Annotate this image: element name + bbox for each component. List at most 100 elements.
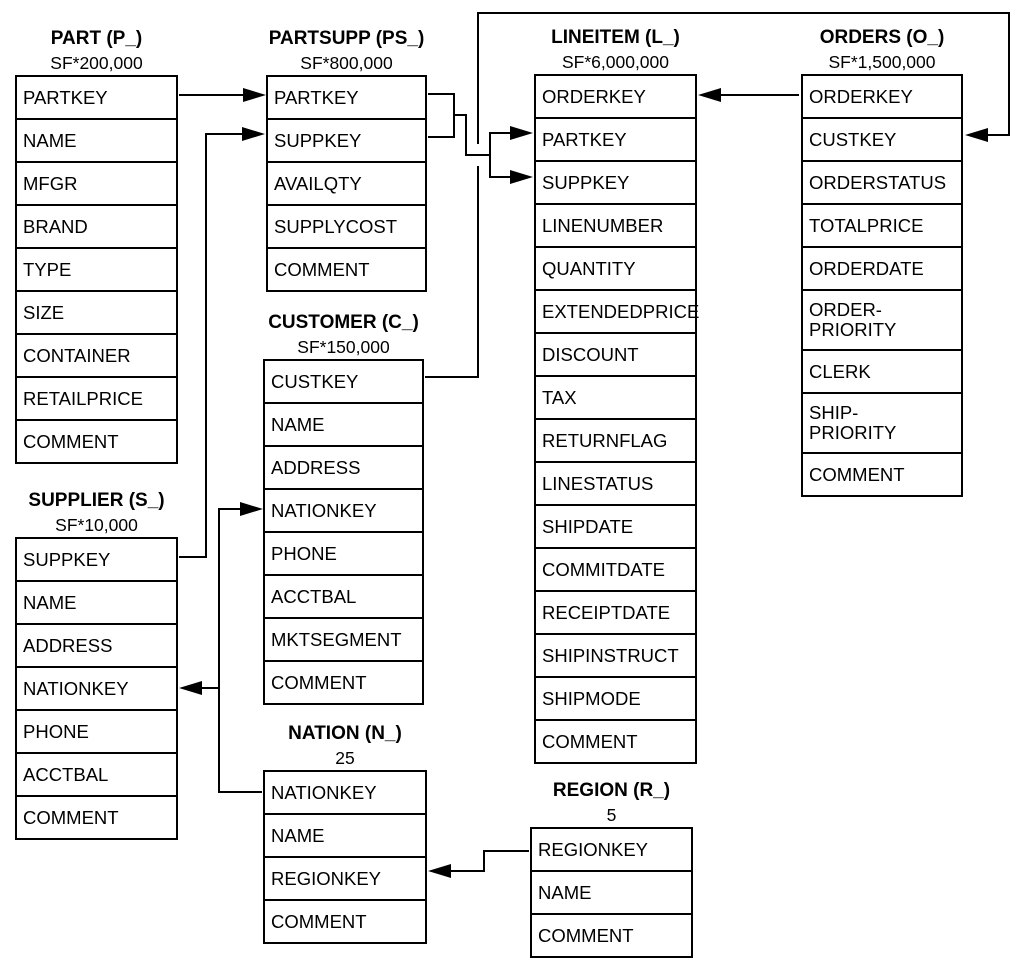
connector-line <box>450 850 529 872</box>
table-row: TYPE <box>17 249 176 292</box>
table-row: ORDERKEY <box>536 76 695 119</box>
table-row: NAME <box>17 582 176 625</box>
table-title: NATION (N_) <box>288 723 402 744</box>
table-title: REGION (R_) <box>552 780 671 801</box>
table-row: NAME <box>532 872 691 915</box>
arrowhead-right-icon <box>510 126 533 140</box>
table-row: REGIONKEY <box>265 858 425 901</box>
table-cardinality: 25 <box>335 748 355 768</box>
table-row: TOTALPRICE <box>803 205 961 248</box>
arrowhead-left-icon <box>698 88 721 102</box>
table-title: LINEITEM (L_) <box>551 27 680 48</box>
connector-line <box>477 12 1010 144</box>
connector-orders-orderkey-to-lineitem <box>698 88 799 102</box>
connector-bracket <box>428 93 455 138</box>
table-row: CONTAINER <box>17 335 176 378</box>
table-cardinality: SF*800,000 <box>300 53 393 73</box>
table-row: SHIP- PRIORITY <box>803 394 961 454</box>
table-row: COMMENT <box>271 671 367 693</box>
table-row: AVAILQTY <box>268 163 425 206</box>
table-title: CUSTOMER (C_) <box>268 312 419 333</box>
arrowhead-left-icon <box>179 681 202 695</box>
arrowhead-right-icon <box>240 502 263 516</box>
table-row: CUSTKEY <box>265 361 422 404</box>
table-cardinality: SF*150,000 <box>297 337 390 357</box>
table-row: RETAILPRICE <box>17 378 176 421</box>
table-row: MFGR <box>17 163 176 206</box>
table-row: RECEIPTDATE <box>536 592 695 635</box>
table-row: CUSTKEY <box>803 119 961 162</box>
table-row: PHONE <box>17 711 176 754</box>
table-row: REGIONKEY <box>532 829 691 872</box>
connector-line <box>454 114 512 156</box>
table-row: COMMENT <box>274 258 370 280</box>
table-row: SUPPKEY <box>268 120 425 163</box>
table-cardinality: SF*10,000 <box>55 515 138 535</box>
table-row: ORDER- PRIORITY <box>803 291 961 351</box>
table-row: NAME <box>265 404 422 447</box>
table-row: NATIONKEY <box>17 668 176 711</box>
table-row: BRAND <box>17 206 176 249</box>
table-title: SUPPLIER (S_) <box>28 490 165 511</box>
arrowhead-right-icon <box>243 88 266 102</box>
table-cardinality: 5 <box>606 805 617 825</box>
connector-part-partkey-to-partsupp <box>179 88 266 102</box>
table-title: PARTSUPP (PS_) <box>268 28 425 49</box>
table-row: ORDERDATE <box>803 248 961 291</box>
table-row: LINESTATUS <box>536 463 695 506</box>
connector-customer-custkey-to-orders <box>425 12 1010 378</box>
table-row: NAME <box>17 120 176 163</box>
connector-nation-nationkey-to-customer-supplier <box>179 502 263 793</box>
table-row: ACCTBAL <box>265 576 422 619</box>
table-row: COMMENT <box>538 924 634 946</box>
table-cardinality: SF*6,000,000 <box>561 52 670 72</box>
connector-line <box>179 133 243 558</box>
table-row: SHIPMODE <box>536 678 695 721</box>
table-row: EXTENDEDPRICE <box>536 291 699 334</box>
connector-partsupp-keys-to-lineitem <box>428 93 533 184</box>
table-row: TAX <box>536 377 695 420</box>
connector-line <box>489 155 512 178</box>
table-row: SHIPINSTRUCT <box>536 635 695 678</box>
table-row: SHIPDATE <box>536 506 695 549</box>
table-row: QUANTITY <box>536 248 695 291</box>
table-row: DISCOUNT <box>536 334 695 377</box>
table-title: ORDERS (O_) <box>819 27 945 48</box>
table-row: SUPPKEY <box>536 162 695 205</box>
table-title: PART (P_) <box>50 28 143 49</box>
connector-line <box>218 508 262 793</box>
table-row: ACCTBAL <box>17 754 176 797</box>
table-row: MKTSEGMENT <box>265 619 422 662</box>
table-row: ORDERSTATUS <box>803 162 961 205</box>
table-row: ADDRESS <box>17 625 176 668</box>
table-row: COMMENT <box>542 730 638 752</box>
table-row: NAME <box>265 815 425 858</box>
table-row: PHONE <box>265 533 422 576</box>
connector-region-regionkey-to-nation <box>428 850 529 878</box>
connector-line <box>425 166 479 378</box>
connector-supplier-suppkey-to-partsupp <box>179 127 265 558</box>
table-row: COMMENT <box>809 463 905 485</box>
table-row: COMMITDATE <box>536 549 695 592</box>
table-row: COMMENT <box>23 806 119 828</box>
table-row: CLERK <box>803 351 961 394</box>
table-cardinality: SF*200,000 <box>50 53 143 73</box>
